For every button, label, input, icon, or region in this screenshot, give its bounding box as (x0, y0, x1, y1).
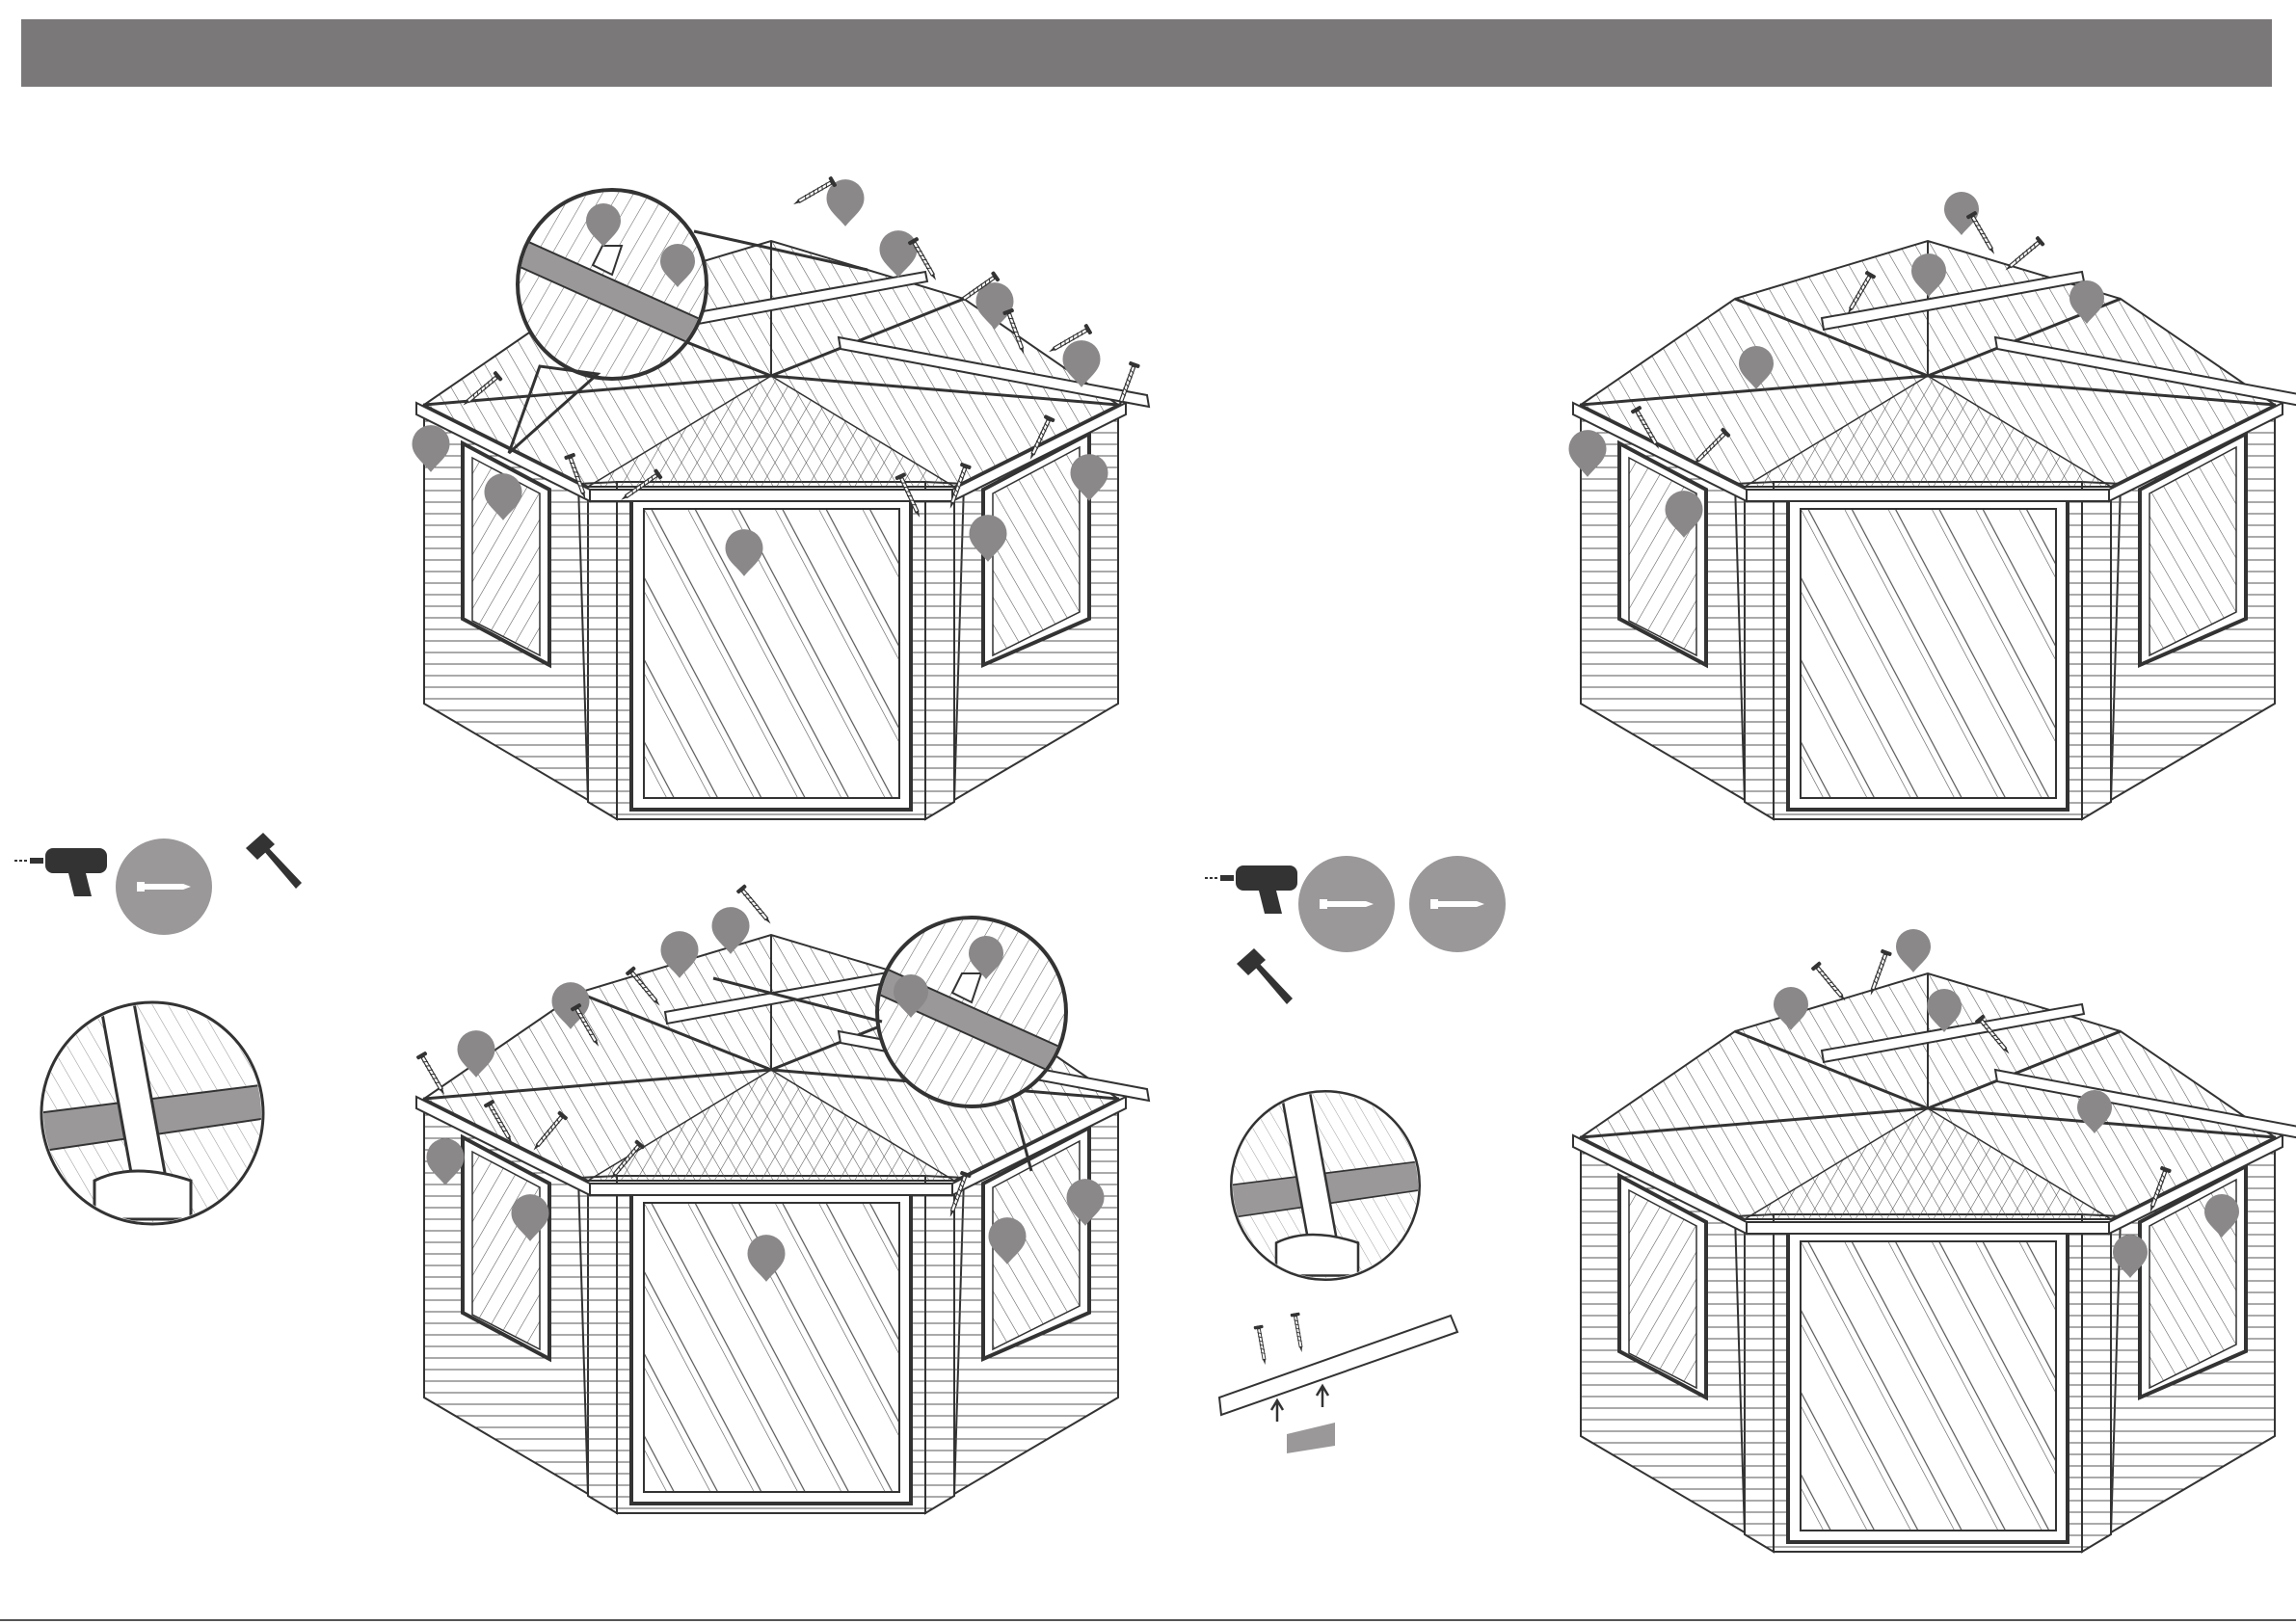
hammer-icon (1237, 948, 1293, 1004)
drill-icon (1205, 865, 1297, 914)
page-bottom-rule (0, 1619, 2296, 1621)
batten-detail (1219, 1312, 1457, 1453)
roof-tie-detail (1227, 1087, 1424, 1284)
roof-tie-detail (37, 998, 268, 1229)
screw-badge (116, 839, 212, 935)
screw-badge (1298, 856, 1395, 952)
drill-icon (14, 848, 107, 896)
screw-badge (1409, 856, 1506, 952)
hammer-icon (246, 833, 302, 889)
step-2-bottom-pavilion (1573, 973, 2296, 1552)
